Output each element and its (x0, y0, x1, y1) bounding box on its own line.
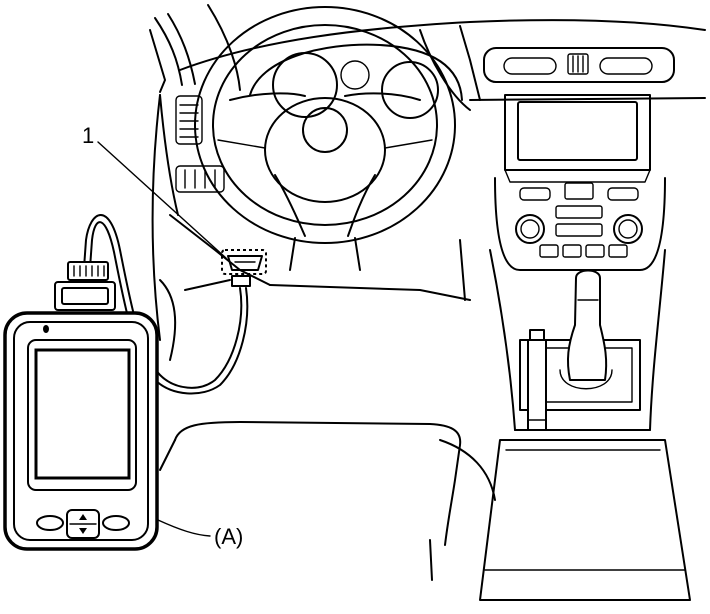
gear-shifter (559, 269, 613, 390)
center-top-vents (483, 47, 675, 83)
callout-1-leader (97, 141, 227, 259)
steering-wheel (194, 6, 456, 244)
instrument-cluster (249, 43, 463, 119)
kick-panel (151, 94, 231, 361)
callout-1-label: 1 (82, 123, 95, 148)
scan-tool (3, 261, 159, 551)
callout-a-leader (157, 519, 211, 537)
climate-panel (494, 177, 666, 271)
dashboard-outline (159, 19, 706, 301)
steering-column (289, 237, 361, 271)
left-vents (175, 95, 225, 193)
center-display (504, 94, 651, 183)
obd-connector (221, 249, 267, 287)
driver-seat (159, 421, 496, 581)
parking-brake (527, 329, 547, 431)
callout-a-label: (A) (214, 524, 244, 549)
center-console (479, 249, 691, 601)
